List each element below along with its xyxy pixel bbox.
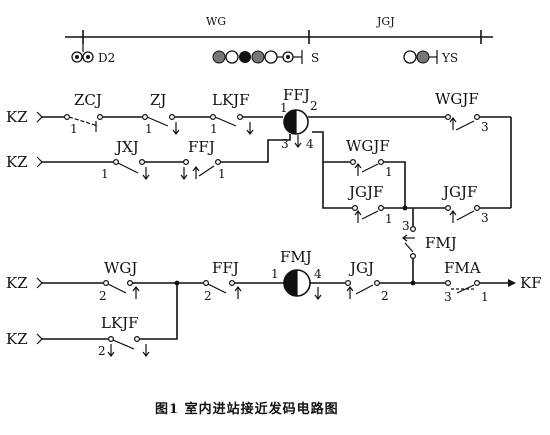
relay-label-jgjf-mid: JGJF: [347, 183, 383, 201]
terminal-jgjf-right: 3: [481, 211, 489, 225]
signal-label-d2: D2: [98, 51, 115, 65]
contact-wgjf-top: [445, 113, 481, 131]
contact-fma: [445, 280, 481, 294]
terminal-ffj-row4: 2: [204, 289, 212, 303]
relay-label-zcj: ZCJ: [74, 91, 102, 109]
signal-d2-icon: [71, 44, 94, 63]
section-label-jgj: JGJ: [376, 15, 395, 28]
section-label-wg: WG: [206, 15, 226, 28]
contact-lkjf-bottom: [107, 336, 150, 357]
coil-ffj: [283, 109, 309, 135]
relay-label-ffj-row4: FFJ: [212, 259, 239, 277]
figure-caption: 图1 室内进站接近发码电路图: [155, 401, 339, 417]
junction-dot: [402, 205, 408, 211]
relay-label-fma: FMA: [444, 259, 481, 277]
relay-label-fmj-contact: FMJ: [425, 234, 457, 252]
terminal-fma-a: 3: [444, 290, 452, 304]
terminal-fmj-contact: 3: [402, 219, 410, 233]
input-kz-4: KZ: [6, 330, 28, 348]
contact-jgjf-right: [445, 205, 481, 223]
input-arrow-3: [36, 277, 43, 289]
relay-label-jxj: JXJ: [114, 138, 139, 156]
signal-ys-icon: [403, 50, 438, 64]
input-arrow-2: [36, 156, 43, 168]
relay-label-jgjf-right: JGJF: [441, 183, 477, 201]
terminal-wgjf-mid: 1: [385, 165, 393, 179]
relay-label-fmj-coil: FMJ: [280, 248, 312, 266]
terminal-fma-b: 1: [481, 290, 489, 304]
output-kf: KF: [520, 274, 542, 292]
relay-label-wgj: WGJ: [104, 259, 137, 277]
input-arrow-1: [36, 111, 43, 123]
terminal-jgj: 2: [381, 289, 389, 303]
input-kz-2: KZ: [6, 153, 28, 171]
contact-jgjf-mid: [352, 205, 385, 223]
contact-zj: [142, 113, 180, 135]
relay-label-wgjf-top: WGJF: [435, 90, 479, 108]
signal-label-ys: YS: [441, 51, 458, 65]
terminal-zj: 1: [145, 122, 153, 136]
terminal-wgj: 2: [99, 289, 107, 303]
relay-label-lkjf-bottom: LKJF: [101, 314, 139, 332]
contact-lkjf-top: [210, 113, 254, 135]
track-bar: [65, 30, 493, 44]
signal-label-s: S: [311, 51, 319, 65]
terminal-ffj-4: 4: [306, 137, 314, 151]
relay-label-wgjf-mid: WGJF: [346, 137, 390, 155]
terminal-ffj-2: 2: [310, 99, 318, 113]
contact-jgj: [345, 280, 381, 299]
contact-jxj: [112, 159, 150, 180]
signal-s-icon: [212, 50, 303, 64]
input-kz-1: KZ: [6, 108, 28, 126]
junction-dot: [410, 280, 416, 286]
contact-ffj-row2: [180, 159, 222, 180]
terminal-jgjf-mid: 1: [385, 212, 393, 226]
contact-wgj: [102, 280, 140, 299]
relay-label-lkjf-top: LKJF: [212, 91, 250, 109]
input-kz-3: KZ: [6, 274, 28, 292]
relay-label-jgj: JGJ: [348, 259, 374, 277]
relay-label-zj: ZJ: [150, 91, 166, 109]
output-arrow: [508, 279, 516, 287]
terminal-fmj-1: 1: [271, 267, 279, 281]
contact-ffj-row4: [203, 280, 242, 299]
coil-fmj: [283, 269, 311, 297]
terminal-ffj-1: 1: [280, 101, 288, 115]
input-arrow-4: [36, 333, 43, 345]
terminal-zcj: 1: [70, 122, 78, 136]
terminal-fmj-4: 4: [314, 267, 322, 281]
terminal-lkjf-top: 1: [210, 122, 218, 136]
terminal-wgjf-top: 3: [481, 120, 489, 134]
terminal-ffj-3: 3: [281, 137, 289, 151]
relay-label-ffj-row2: FFJ: [188, 138, 215, 156]
terminal-lkjf-bottom: 2: [98, 344, 106, 358]
relay-label-ffj-coil: FFJ: [283, 86, 310, 104]
contact-wgjf-mid: [350, 159, 385, 176]
contact-zcj: [63, 113, 103, 132]
terminal-jxj: 1: [101, 167, 109, 181]
terminal-ffj-row2: 1: [218, 167, 226, 181]
